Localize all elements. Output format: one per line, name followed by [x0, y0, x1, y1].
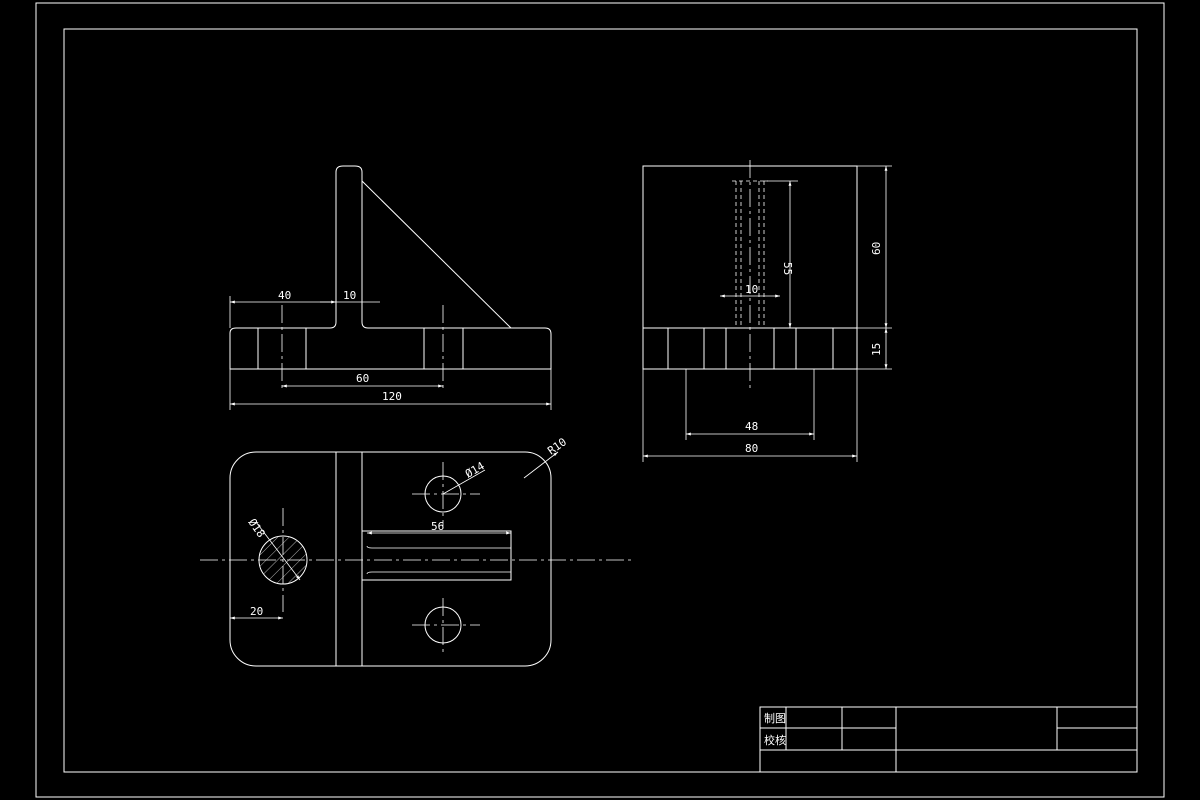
dim-side-15: 15: [870, 343, 883, 356]
side-section-left: [667, 327, 705, 370]
checked-by-label: 校核: [764, 733, 786, 747]
dim-r10: R10: [545, 435, 569, 457]
dim-20: 20: [250, 605, 263, 618]
dim-48: 48: [745, 420, 758, 433]
front-view: 40 10 60 120: [229, 165, 552, 410]
side-section-right: [795, 327, 834, 370]
title-block: 制图 校核: [759, 706, 1138, 773]
top-view: 56 Ø18 20 Ø14 R10: [200, 435, 632, 667]
side-view: 55 10 60 15 48 80: [642, 160, 892, 462]
drawn-by-label: 制图: [764, 712, 786, 725]
dim-d18: Ø18: [246, 516, 268, 540]
dim-d14: Ø14: [463, 459, 487, 480]
dim-40: 40: [278, 289, 291, 302]
dim-10: 10: [343, 289, 356, 302]
outer-border: [35, 2, 1165, 798]
dim-side-10: 10: [745, 283, 758, 296]
top-outline: [229, 451, 552, 667]
rib-edge: [361, 180, 512, 329]
hole-section-right: [423, 327, 464, 370]
dim-side-60: 60: [870, 242, 883, 255]
hole-d14-lower: [412, 598, 480, 656]
front-outline: [229, 165, 552, 370]
inner-frame: [63, 28, 1138, 773]
dim-56: 56: [431, 520, 444, 533]
dim-120: 120: [382, 390, 402, 403]
dim-60: 60: [356, 372, 369, 385]
dim-80: 80: [745, 442, 758, 455]
dim-55: 55: [781, 262, 794, 275]
hole-d14-upper: [412, 462, 486, 526]
